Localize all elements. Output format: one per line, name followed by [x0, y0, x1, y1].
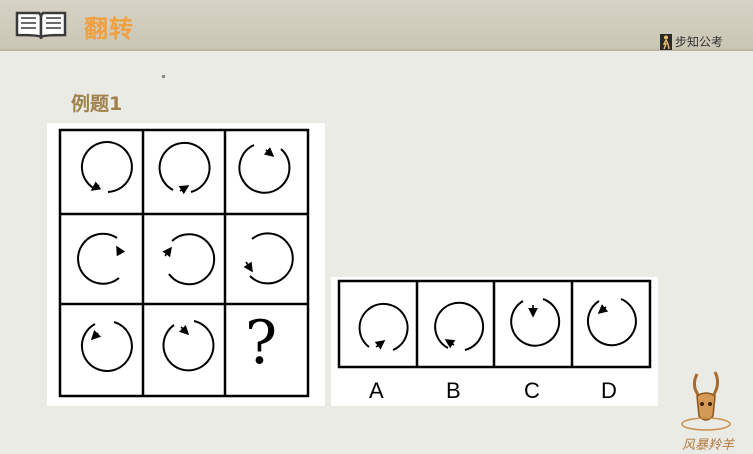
- header-bar: [0, 0, 753, 49]
- circle-arrow-figure: [243, 232, 294, 285]
- circle-arrow-figure: [162, 320, 215, 372]
- brand-name: 步知公考: [675, 35, 724, 49]
- brand: 步知公考: [660, 33, 723, 50]
- speck: [162, 75, 165, 78]
- puzzle-grid-lines: [58, 128, 310, 398]
- page-title: 翻转: [84, 15, 134, 43]
- open-book-icon: [15, 11, 67, 39]
- circle-arrow-figure: [80, 141, 133, 193]
- option-d-figure: [586, 298, 637, 347]
- option-c-figure: [510, 298, 561, 347]
- question-mark: ?: [245, 308, 278, 378]
- antelope-icon: [681, 371, 731, 431]
- option-b-figure: [434, 301, 485, 351]
- circle-arrow-figure: [162, 233, 216, 286]
- options-panel: A B C D: [331, 277, 658, 406]
- option-a-figure: [358, 302, 409, 351]
- puzzle-grid: ?: [47, 123, 325, 406]
- circle-arrow-figure: [238, 144, 291, 194]
- person-icon: [660, 33, 672, 50]
- example-label: 例题1: [71, 93, 123, 115]
- option-d-label[interactable]: D: [601, 378, 617, 403]
- header-divider: [0, 49, 753, 51]
- circle-arrow-figure: [158, 141, 211, 195]
- watermark-text: 风暴羚羊: [682, 438, 735, 453]
- circle-arrow-figure: [80, 321, 133, 372]
- option-a-label[interactable]: A: [369, 378, 384, 403]
- option-c-label[interactable]: C: [524, 378, 540, 403]
- option-b-label[interactable]: B: [446, 378, 461, 403]
- options-grid-lines: [337, 279, 652, 369]
- circle-arrow-figure: [77, 232, 126, 285]
